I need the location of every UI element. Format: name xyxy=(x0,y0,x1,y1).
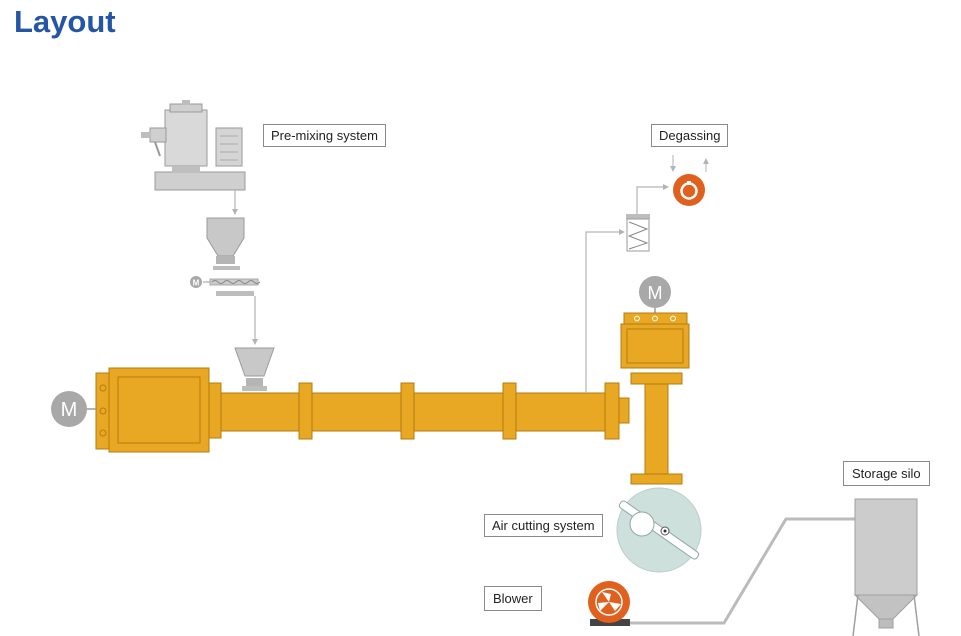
label-air-cutting-system: Air cutting system xyxy=(484,514,603,537)
dosing-screw xyxy=(203,278,261,296)
dosing-motor-letter: M xyxy=(193,279,200,288)
label-degassing: Degassing xyxy=(651,124,729,147)
die-head-motor: M xyxy=(639,276,671,314)
pre-mixing-machine xyxy=(141,100,246,191)
dosing-motor: M xyxy=(190,276,202,288)
label-blower: Blower xyxy=(484,586,542,611)
extruder-barrel xyxy=(220,382,630,440)
blower-unit xyxy=(588,581,630,626)
flow-line-vent-to-degassing xyxy=(585,184,669,393)
label-storage-silo: Storage silo xyxy=(843,461,930,486)
dosing-hopper xyxy=(206,217,245,270)
flow-line-premix-to-hopper xyxy=(232,190,238,215)
die-head-motor-letter: M xyxy=(648,283,663,303)
degassing-filter xyxy=(626,214,650,252)
extruder-gearbox xyxy=(95,367,222,453)
extruder-motor-letter: M xyxy=(61,399,78,421)
extruder-feed-hopper xyxy=(234,347,275,391)
air-cutting-disc xyxy=(616,487,702,573)
die-head-gearbox xyxy=(620,312,690,369)
page-title: Layout xyxy=(14,4,116,39)
degassing-pump xyxy=(670,155,709,206)
flow-line-screw-to-feed-hopper xyxy=(252,296,258,345)
label-pre-mixing-system: Pre-mixing system xyxy=(263,124,386,147)
storage-silo xyxy=(852,498,920,636)
pneumatic-conveying-line xyxy=(630,517,857,625)
die-head-column xyxy=(630,372,683,485)
extruder-motor: M xyxy=(51,391,96,427)
